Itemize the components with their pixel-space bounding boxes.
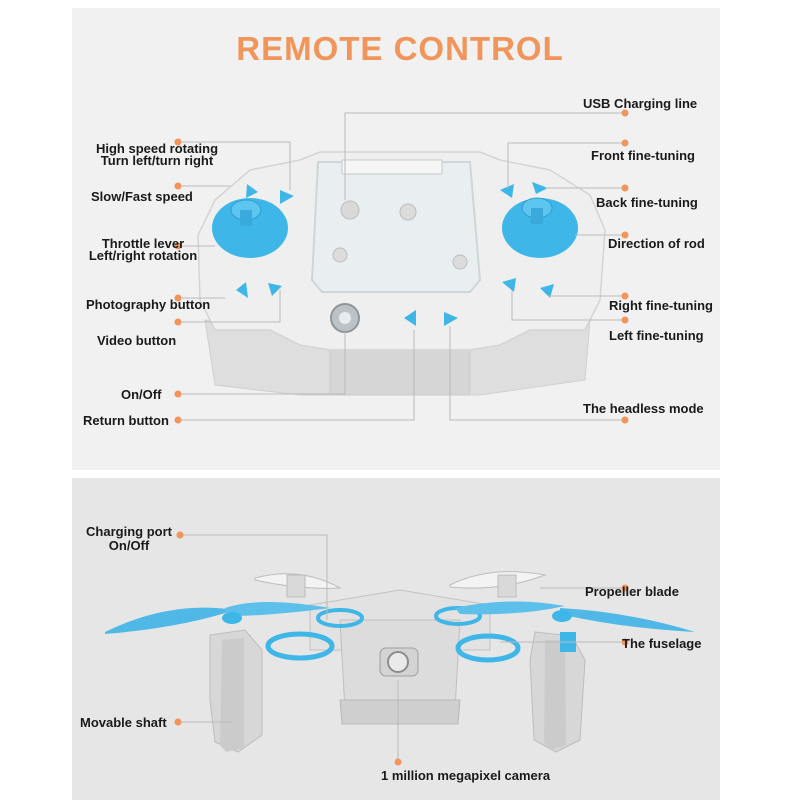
page-title: REMOTE CONTROL bbox=[236, 30, 564, 67]
label-headless-mode: The headless mode bbox=[583, 401, 704, 416]
remote-controller bbox=[197, 151, 606, 396]
label-direction-of-rod: Direction of rod bbox=[608, 236, 705, 251]
label-fuselage: The fuselage bbox=[622, 636, 702, 651]
label-left-right-rotation: Left/right rotation bbox=[88, 248, 198, 263]
label-turn-left-right: Turn left/turn right bbox=[100, 153, 214, 168]
label-right-fine-tuning: Right fine-tuning bbox=[609, 298, 713, 313]
label-left-fine-tuning: Left fine-tuning bbox=[609, 328, 704, 343]
label-throttle-lever: Throttle lever bbox=[101, 236, 185, 251]
remote-leader-lines bbox=[178, 112, 625, 421]
drone-leader-lines bbox=[178, 534, 625, 762]
label-drone-on-off: On/Off bbox=[108, 538, 150, 553]
right-joystick bbox=[502, 197, 578, 258]
drone bbox=[105, 571, 695, 753]
label-high-speed-rotating: High speed rotating bbox=[95, 141, 219, 156]
label-camera: 1 million megapixel camera bbox=[381, 768, 551, 783]
label-movable-shaft: Movable shaft bbox=[80, 715, 167, 730]
drone-callout-dots bbox=[174, 531, 629, 766]
label-propeller-blade: Propeller blade bbox=[585, 584, 679, 599]
left-joystick bbox=[212, 198, 288, 258]
label-usb-charging-line: USB Charging line bbox=[583, 96, 698, 111]
label-charging-port: Charging port bbox=[86, 524, 172, 539]
label-video-button: Video button bbox=[97, 333, 177, 348]
label-slow-fast-speed: Slow/Fast speed bbox=[91, 189, 193, 204]
label-front-fine-tuning: Front fine-tuning bbox=[591, 148, 695, 163]
label-on-off: On/Off bbox=[121, 387, 162, 402]
label-photography-button: Photography button bbox=[86, 297, 211, 312]
label-back-fine-tuning: Back fine-tuning bbox=[596, 195, 698, 210]
remote-callout-dots bbox=[174, 109, 629, 424]
label-return-button: Return button bbox=[83, 413, 169, 428]
